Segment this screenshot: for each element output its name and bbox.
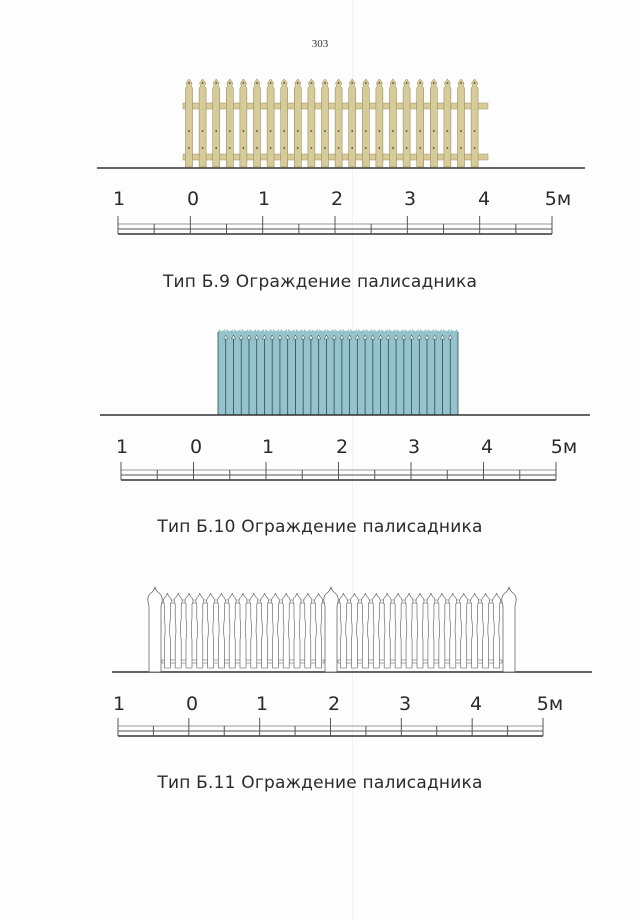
baluster bbox=[459, 592, 469, 669]
picket bbox=[239, 78, 248, 168]
fence-b10 bbox=[100, 329, 590, 416]
scale-b11-tick-label: 0 bbox=[185, 693, 199, 715]
baluster bbox=[173, 592, 183, 669]
scale-b10-tick-label: 4 bbox=[480, 436, 494, 458]
baluster bbox=[350, 592, 359, 669]
baluster bbox=[339, 592, 348, 669]
picket bbox=[389, 78, 397, 168]
baluster bbox=[470, 592, 479, 669]
baluster bbox=[382, 592, 392, 669]
picket bbox=[457, 78, 465, 168]
scan-fold-line bbox=[352, 0, 353, 920]
scale-b9-tick-label: 2 bbox=[330, 188, 344, 210]
scale-b11-tick-label: 1 bbox=[112, 693, 126, 715]
picket bbox=[362, 78, 370, 168]
baluster bbox=[238, 592, 248, 669]
baluster bbox=[481, 592, 490, 669]
scale-bar bbox=[117, 216, 553, 235]
picket bbox=[321, 78, 329, 168]
scale-b10-tick-label: 0 bbox=[189, 436, 203, 458]
fence-post bbox=[323, 586, 339, 673]
scale-bar bbox=[120, 462, 557, 481]
scale-b11-tick-label: 5м bbox=[536, 693, 564, 715]
picket bbox=[226, 78, 234, 168]
baluster bbox=[303, 592, 313, 669]
picket bbox=[348, 78, 356, 168]
picket bbox=[280, 78, 288, 168]
baluster bbox=[437, 592, 447, 669]
fence-b11 bbox=[112, 586, 592, 673]
picket bbox=[253, 78, 261, 168]
scale-b10-tick-label: 2 bbox=[335, 436, 349, 458]
fence-b9 bbox=[97, 78, 585, 169]
picket bbox=[294, 78, 302, 168]
baluster bbox=[217, 592, 226, 669]
baluster bbox=[415, 592, 425, 669]
baluster bbox=[163, 592, 172, 669]
scale-b9-tick-label: 4 bbox=[477, 188, 491, 210]
baluster bbox=[448, 592, 458, 669]
baluster bbox=[281, 592, 291, 669]
picket bbox=[266, 78, 275, 168]
baluster bbox=[227, 592, 237, 669]
scale-b10-tick-label: 5м bbox=[550, 436, 578, 458]
fence-post bbox=[501, 586, 517, 673]
scale-b11-tick-label: 2 bbox=[327, 693, 341, 715]
baluster bbox=[371, 592, 381, 669]
picket bbox=[334, 78, 343, 168]
baluster bbox=[184, 592, 194, 669]
picket bbox=[402, 78, 411, 168]
scale-b9-tick-label: 5м bbox=[544, 188, 572, 210]
baluster bbox=[195, 592, 205, 669]
baluster bbox=[393, 592, 403, 669]
baluster bbox=[361, 592, 370, 669]
scale-b10-tick-label: 3 bbox=[407, 436, 421, 458]
picket bbox=[307, 78, 316, 168]
scale-b10-tick-label: 1 bbox=[261, 436, 275, 458]
page-number: 303 bbox=[311, 38, 329, 50]
picket bbox=[443, 78, 452, 168]
picket bbox=[430, 78, 438, 168]
picket bbox=[470, 78, 479, 168]
scale-bar bbox=[117, 718, 544, 737]
baluster bbox=[271, 592, 280, 669]
baluster bbox=[314, 592, 323, 669]
picket bbox=[185, 78, 193, 168]
scale-b9-tick-label: 1 bbox=[257, 188, 271, 210]
baluster bbox=[292, 592, 302, 669]
scale-b11-tick-label: 4 bbox=[469, 693, 483, 715]
baluster bbox=[426, 592, 436, 669]
scale-b10-tick-label: 1 bbox=[115, 436, 129, 458]
picket bbox=[416, 78, 424, 168]
baluster bbox=[249, 592, 259, 669]
baluster bbox=[260, 592, 269, 669]
picket bbox=[198, 78, 207, 168]
scale-b11-tick-label: 3 bbox=[398, 693, 412, 715]
baluster bbox=[206, 592, 215, 669]
baluster bbox=[404, 592, 414, 669]
picket bbox=[375, 78, 384, 168]
scale-b9-tick-label: 1 bbox=[112, 188, 126, 210]
picket bbox=[212, 78, 220, 168]
caption-b9: Тип Б.9 Ограждение палисадника bbox=[162, 272, 478, 292]
scale-b11-tick-label: 1 bbox=[255, 693, 269, 715]
fence-post bbox=[147, 586, 163, 673]
baluster bbox=[492, 592, 501, 669]
caption-b11: Тип Б.11 Ограждение палисадника bbox=[157, 773, 483, 793]
caption-b10: Тип Б.10 Ограждение палисадника bbox=[157, 517, 483, 537]
scale-b9-tick-label: 3 bbox=[403, 188, 417, 210]
scale-b9-tick-label: 0 bbox=[186, 188, 200, 210]
